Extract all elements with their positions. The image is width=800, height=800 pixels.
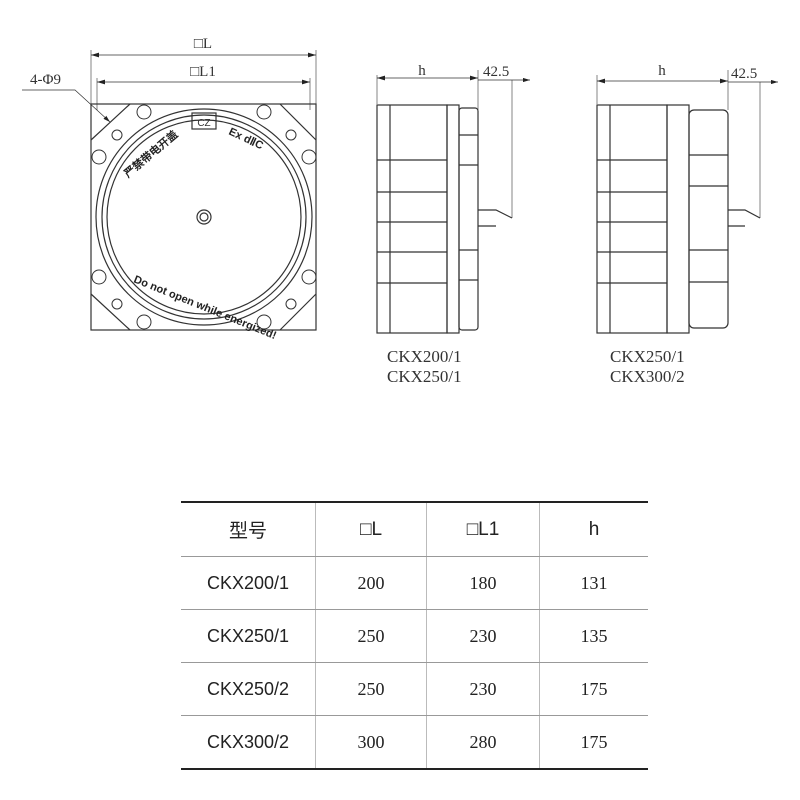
holes-label: 4-Φ9 <box>30 72 61 88</box>
cell-model: CKX200/1 <box>181 556 316 610</box>
dim-L-label: □L <box>194 36 212 52</box>
warning-en-text: Do not open while energized! <box>132 274 278 342</box>
cell-L: 300 <box>315 715 427 770</box>
header-model: 型号 <box>181 502 316 557</box>
cell-model: CKX300/2 <box>181 715 316 770</box>
dim-h-label: h <box>658 63 666 79</box>
side-view-1: h 42.5 <box>376 63 530 334</box>
cell-model: CKX250/1 <box>181 609 316 663</box>
cell-L: 200 <box>315 556 427 610</box>
cell-L1: 230 <box>426 609 540 663</box>
svg-text:CZ: CZ <box>197 118 210 129</box>
dim-offset-label: 42.5 <box>483 64 509 80</box>
model-label: CKX300/2 <box>610 367 685 386</box>
cell-h: 131 <box>539 556 648 610</box>
technical-drawing: □L □L1 4-Φ9 CZ 严禁带电开盖 Ex dⅡC Do not open… <box>22 36 778 342</box>
header-L1: □L1 <box>426 502 540 557</box>
cell-L1: 230 <box>426 662 540 716</box>
header-L: □L <box>315 502 427 557</box>
dim-L1-label: □L1 <box>190 64 216 80</box>
model-label: CKX200/1 <box>387 347 462 366</box>
front-view: □L □L1 4-Φ9 CZ 严禁带电开盖 Ex dⅡC Do not open… <box>22 36 317 342</box>
side-view-1-caption: CKX200/1 CKX250/1 <box>387 347 462 387</box>
dim-h-label: h <box>418 63 426 79</box>
cell-model: CKX250/2 <box>181 662 316 716</box>
header-h: h <box>539 502 648 557</box>
table-header: 型号 □L □L1 h <box>181 502 648 557</box>
model-label: CKX250/1 <box>387 367 462 386</box>
cell-h: 135 <box>539 609 648 663</box>
cell-h: 175 <box>539 662 648 716</box>
cell-L: 250 <box>315 662 427 716</box>
cell-L1: 180 <box>426 556 540 610</box>
cell-L1: 280 <box>426 715 540 770</box>
cell-L: 250 <box>315 609 427 663</box>
cell-h: 175 <box>539 715 648 770</box>
side-view-2-caption: CKX250/1 CKX300/2 <box>610 347 685 387</box>
dim-offset-label: 42.5 <box>731 66 757 82</box>
side-view-2: h 42.5 <box>596 63 778 334</box>
model-label: CKX250/1 <box>610 347 685 366</box>
warning-cn-text: 严禁带电开盖 <box>120 127 180 181</box>
